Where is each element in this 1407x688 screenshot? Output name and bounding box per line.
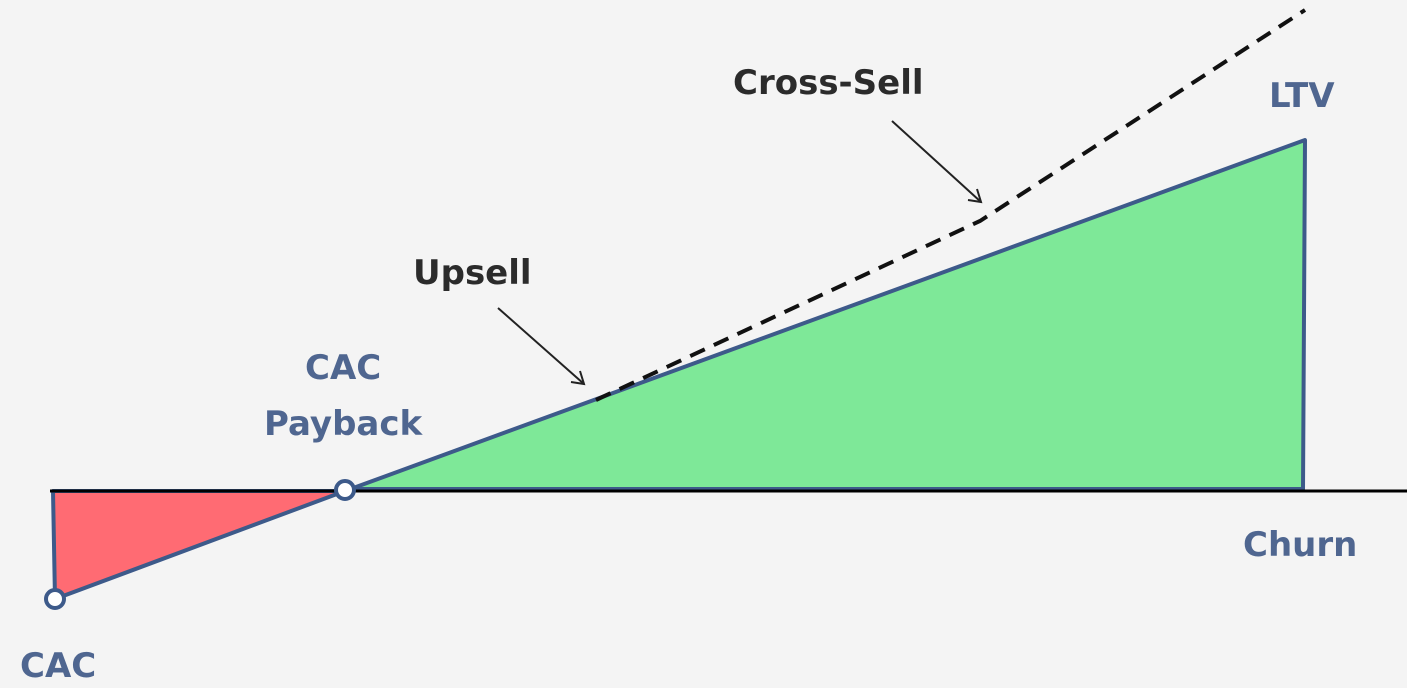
payback-label-line2: Payback <box>264 404 424 444</box>
cac-point-marker <box>44 588 66 610</box>
payback-point-marker <box>334 479 356 501</box>
cross-sell-arrow <box>891 120 982 203</box>
churn-label: Churn <box>1243 525 1357 565</box>
upsell-arrow <box>497 307 585 385</box>
ltv-positive-area <box>343 138 1307 493</box>
expansion-dashed-line <box>595 8 1307 402</box>
ltv-label: LTV <box>1269 76 1335 116</box>
cross-sell-arrowhead <box>967 188 983 204</box>
cross-sell-label: Cross-Sell <box>733 63 924 103</box>
upsell-arrowhead <box>570 370 586 386</box>
cac-negative-area <box>51 489 347 601</box>
upsell-label: Upsell <box>413 253 532 293</box>
payback-label-line1: CAC <box>305 348 381 388</box>
cac-label: CAC <box>20 646 96 686</box>
